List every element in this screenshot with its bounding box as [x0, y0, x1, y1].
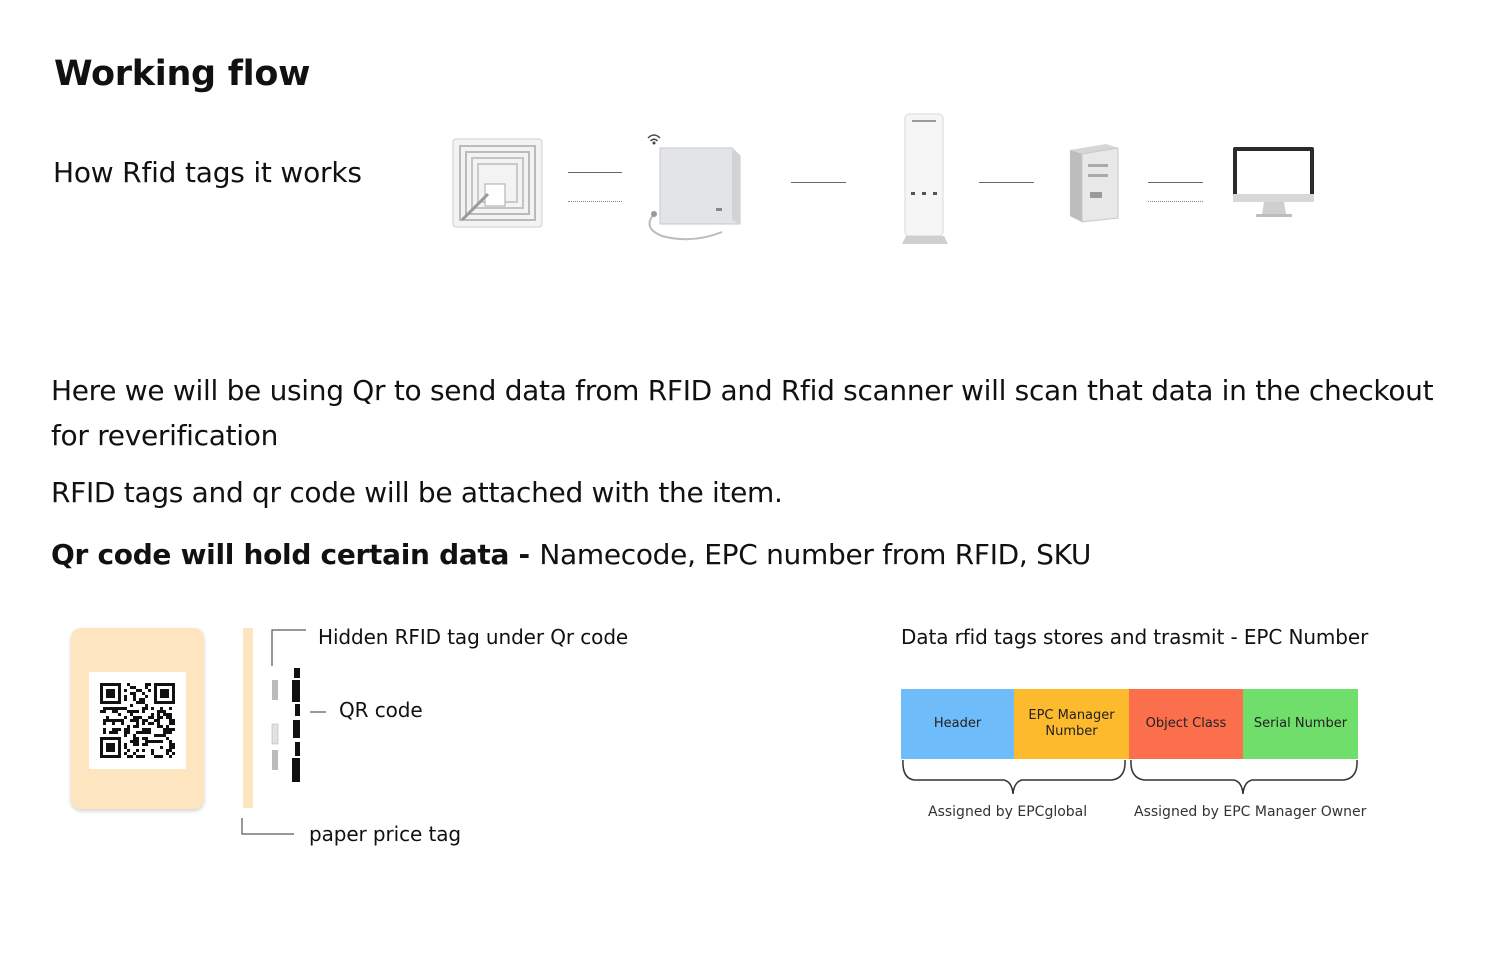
epc-title: Data rfid tags stores and trasmit - EPC …: [901, 625, 1369, 649]
qr-data-paragraph: Qr code will hold certain data - Namecod…: [51, 532, 1451, 577]
qr-code-area: [89, 672, 186, 769]
description-paragraph: Here we will be using Qr to send data fr…: [51, 374, 1434, 452]
epc-segment-serial-number: Serial Number: [1243, 689, 1358, 759]
epc-segment-object-class: Object Class: [1129, 689, 1243, 759]
rfid-reader-antenna-icon: [647, 134, 741, 241]
assigned-owner-label: Assigned by EPC Manager Owner: [1134, 804, 1367, 820]
price-tag-front: [71, 628, 204, 809]
qr-code-side-view: [271, 668, 300, 782]
qr-code-icon: [100, 683, 175, 758]
page-title: Working flow: [54, 54, 311, 94]
assigned-epcglobal-label: Assigned by EPCglobal: [928, 804, 1088, 820]
qr-code-label: QR code: [339, 698, 423, 722]
computer-monitor-icon: [1233, 147, 1314, 217]
rfid-tag-icon: [452, 138, 543, 228]
checkout-scanner-gate-icon: [902, 113, 948, 244]
server-icon: [1070, 144, 1119, 223]
epc-segment-header: Header: [901, 689, 1014, 759]
flow-subtitle: How Rfid tags it works: [53, 156, 362, 189]
epc-braces: [902, 759, 1358, 795]
hidden-rfid-label: Hidden RFID tag under Qr code: [318, 625, 629, 649]
qr-data-fields: Namecode, EPC number from RFID, SKU: [539, 538, 1092, 571]
tag-label-connectors: [241, 629, 326, 835]
epc-segment-manager-number: EPC Manager Number: [1014, 689, 1129, 759]
attachment-paragraph: RFID tags and qr code will be attached w…: [51, 476, 783, 509]
price-tag-side-view: [243, 628, 253, 808]
qr-data-heading: Qr code will hold certain data -: [51, 538, 540, 571]
paper-price-tag-label: paper price tag: [309, 822, 461, 846]
